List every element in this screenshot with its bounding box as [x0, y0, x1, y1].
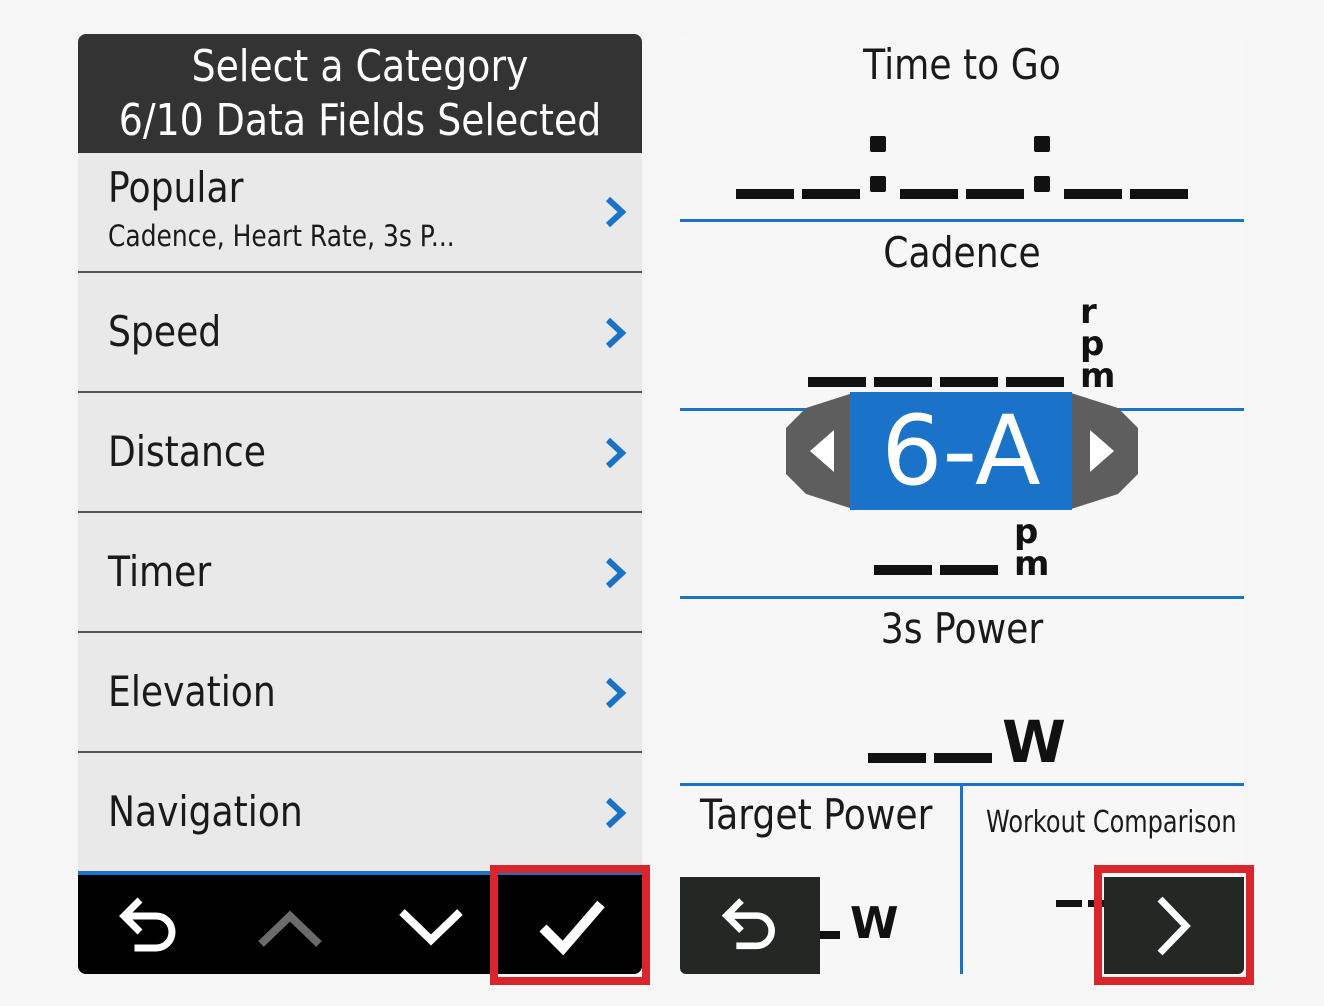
menu-item-label: Distance: [108, 427, 266, 476]
highlight-next-button: [1094, 865, 1254, 985]
data-page-preview: Time to Go Cadence r p m p m: [680, 34, 1244, 974]
header-subtitle: 6/10 Data Fields Selected: [118, 95, 602, 146]
power-unit: W: [1002, 708, 1066, 776]
field-title-cadence: Cadence: [883, 228, 1041, 277]
left-triangle-icon[interactable]: [806, 428, 836, 474]
chevron-down-icon: [398, 908, 463, 946]
confirm-button[interactable]: [501, 875, 642, 974]
field-divider: [680, 596, 1244, 599]
header-title: Select a Category: [191, 41, 529, 92]
menu-item-label: Navigation: [108, 787, 303, 836]
cadence-unit: r p m: [1080, 292, 1116, 396]
category-screen: Select a Category 6/10 Data Fields Selec…: [78, 34, 642, 974]
field-vertical-divider: [960, 786, 963, 974]
chevron-right-icon: [605, 797, 627, 829]
scroll-down-button[interactable]: [360, 875, 501, 974]
menu-item-label: Popular: [108, 163, 244, 212]
button-bar: [78, 871, 642, 974]
layout-label: 6-A: [850, 392, 1072, 510]
back-arrow-icon: [721, 897, 775, 949]
menu-item-navigation[interactable]: Navigation: [78, 753, 642, 871]
menu-item-elevation[interactable]: Elevation: [78, 633, 642, 753]
category-header: Select a Category 6/10 Data Fields Selec…: [78, 34, 642, 153]
back-button[interactable]: [78, 875, 219, 974]
field-divider: [680, 219, 1244, 222]
field-title-target-power: Target Power: [700, 790, 933, 839]
field-title-workout-comparison: Workout Comparison: [986, 805, 1237, 840]
highlight-confirm-button: [490, 865, 650, 985]
menu-item-speed[interactable]: Speed: [78, 273, 642, 393]
chevron-right-icon: [605, 677, 627, 709]
checkmark-icon: [538, 900, 605, 955]
menu-item-popular[interactable]: Popular Cadence, Heart Rate, 3s P...: [78, 153, 642, 273]
chevron-up-icon: [257, 909, 322, 947]
menu-item-distance[interactable]: Distance: [78, 393, 642, 513]
chevron-right-icon: [605, 557, 627, 589]
menu-item-label: Timer: [108, 547, 212, 596]
overlapped-unit: p m: [1014, 512, 1050, 584]
chevron-right-icon: [1157, 896, 1191, 955]
chevron-right-icon: [605, 196, 627, 228]
next-button[interactable]: [1104, 877, 1244, 974]
field-divider: [680, 783, 1244, 786]
scroll-up-button[interactable]: [219, 875, 360, 974]
back-button[interactable]: [680, 877, 820, 974]
back-arrow-icon: [118, 897, 175, 951]
menu-item-timer[interactable]: Timer: [78, 513, 642, 633]
menu-item-label: Elevation: [108, 667, 276, 716]
field-title-time-to-go: Time to Go: [863, 40, 1061, 89]
menu-item-sublabel: Cadence, Heart Rate, 3s P...: [108, 219, 455, 253]
target-power-unit: W: [850, 898, 899, 949]
chevron-right-icon: [605, 317, 627, 349]
menu-item-label: Speed: [108, 307, 222, 356]
chevron-right-icon: [605, 437, 627, 469]
layout-selector[interactable]: 6-A: [786, 390, 1138, 512]
field-title-3s-power: 3s Power: [880, 604, 1044, 653]
right-triangle-icon[interactable]: [1088, 428, 1118, 474]
